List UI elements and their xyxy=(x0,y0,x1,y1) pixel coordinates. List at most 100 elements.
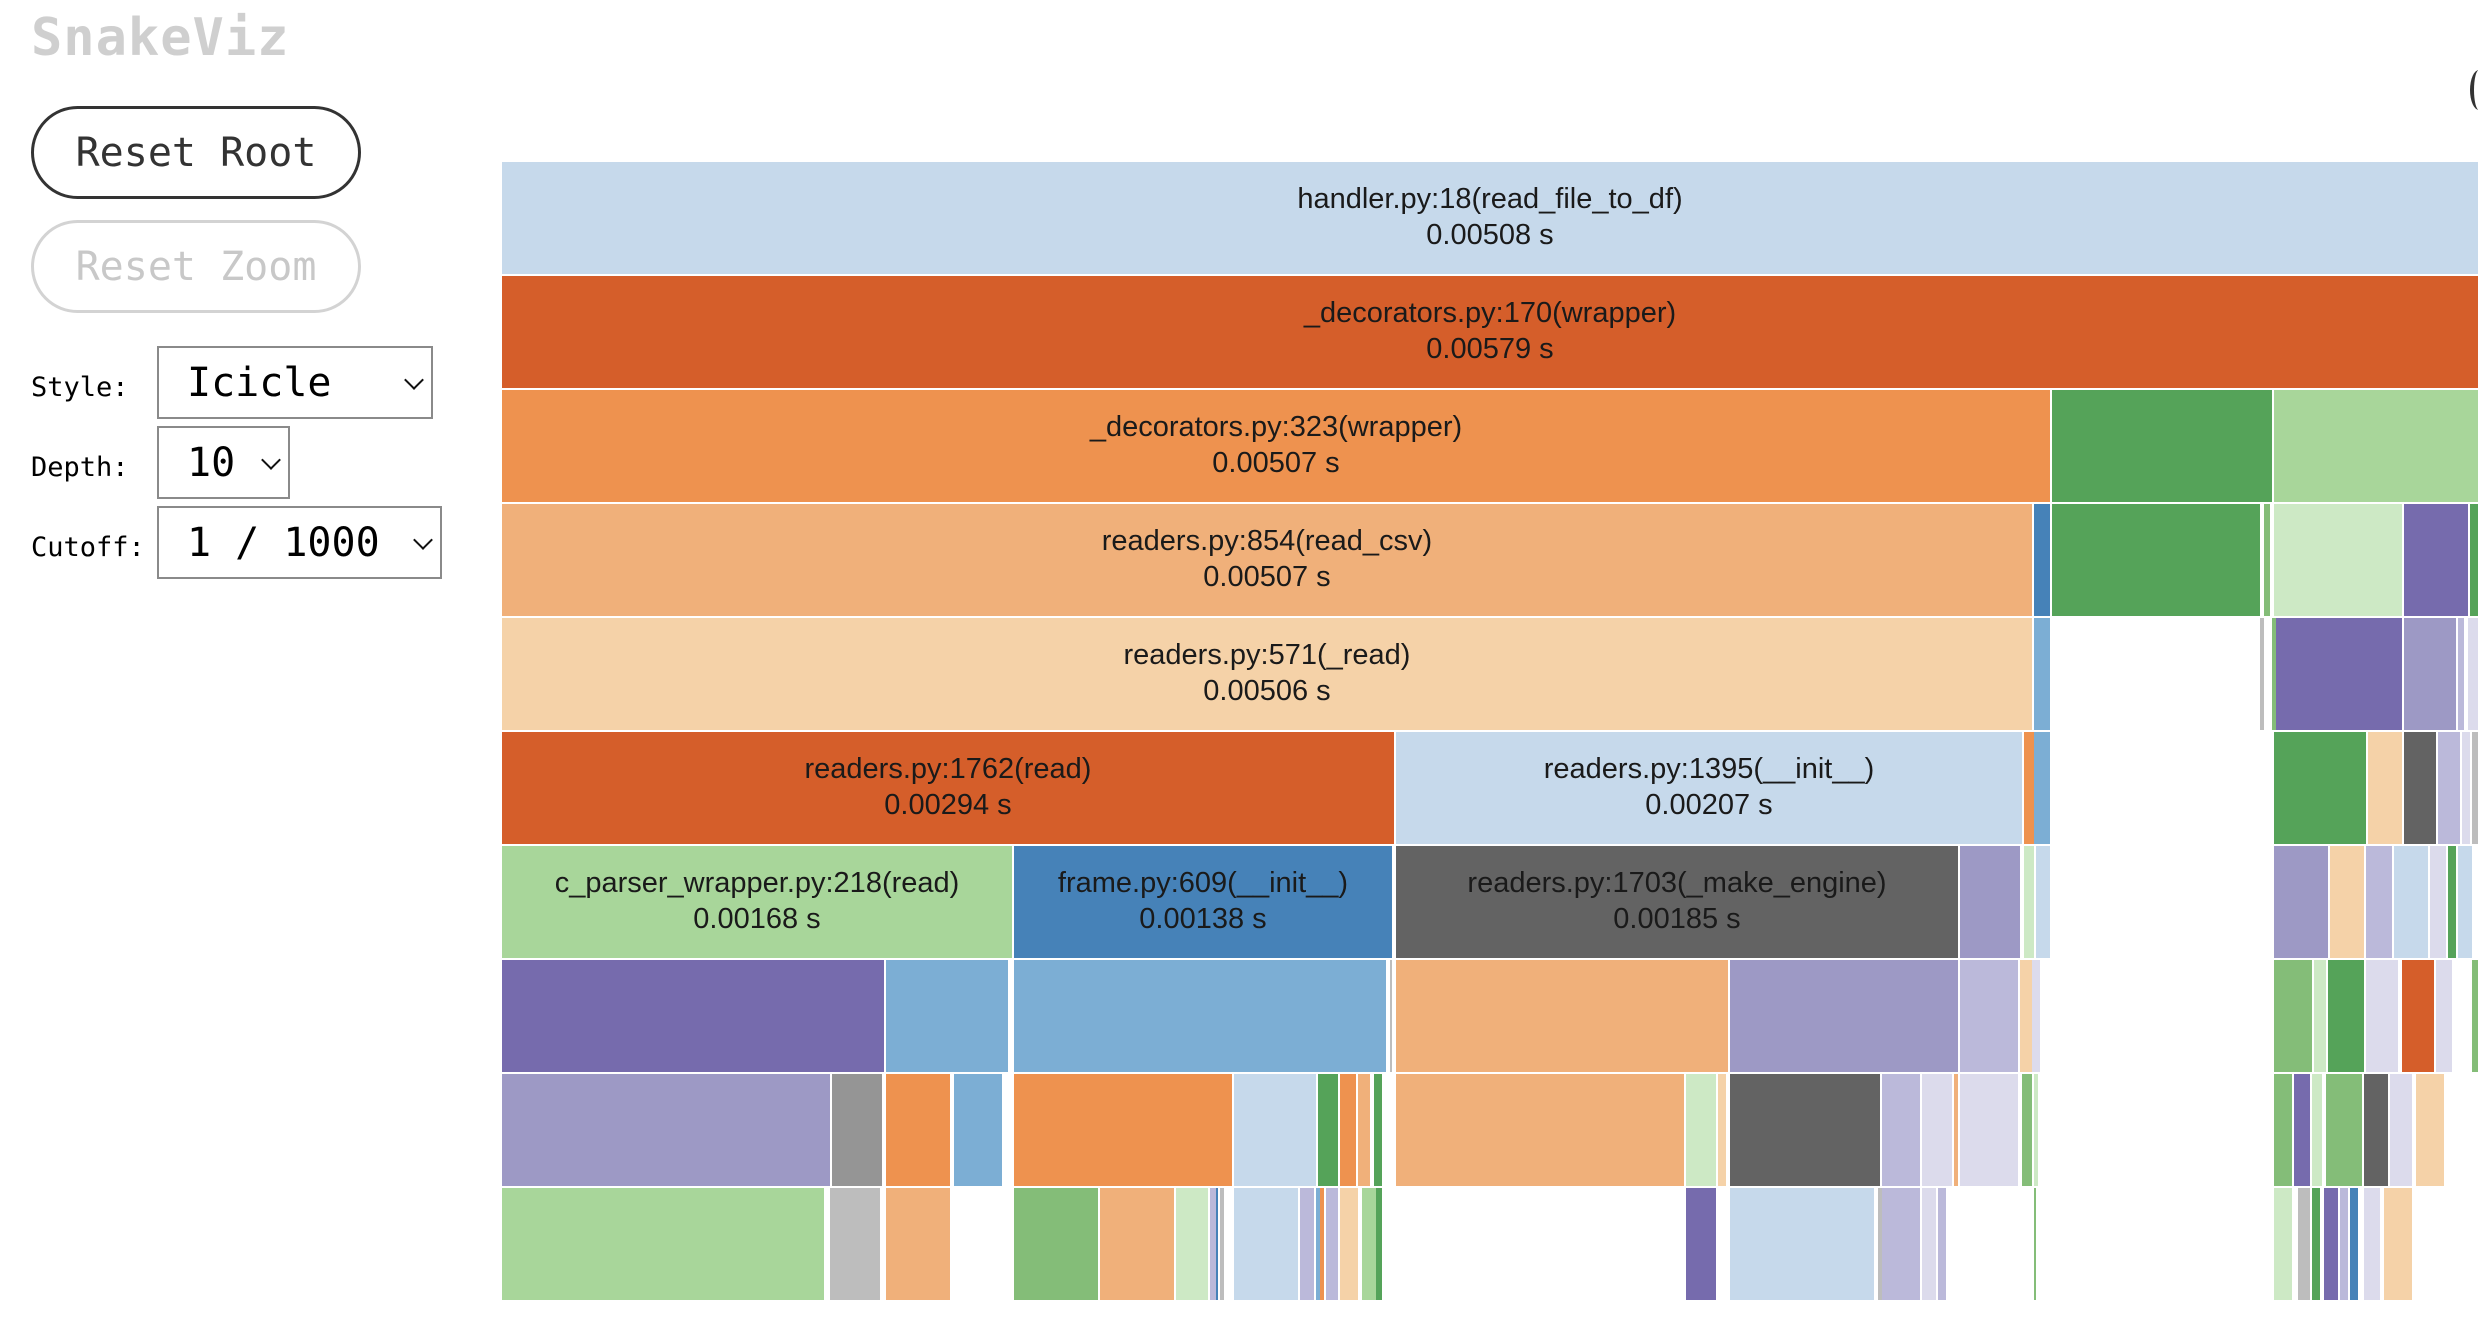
icicle-node[interactable] xyxy=(1882,1074,1920,1186)
icicle-node[interactable] xyxy=(2404,504,2468,616)
icicle-node[interactable] xyxy=(2364,1188,2380,1300)
icicle-node[interactable] xyxy=(2328,960,2364,1072)
icicle-node[interactable] xyxy=(1960,1074,2018,1186)
icicle-node[interactable] xyxy=(2264,504,2270,616)
icicle-node-labeled[interactable] xyxy=(502,390,2050,502)
icicle-node[interactable] xyxy=(1340,1188,1358,1300)
tooltip-toggle-icon[interactable] xyxy=(2470,70,2478,110)
icicle-node[interactable] xyxy=(2468,618,2478,730)
icicle-node[interactable] xyxy=(886,1188,950,1300)
icicle-node[interactable] xyxy=(886,1074,950,1186)
icicle-node[interactable] xyxy=(2034,1188,2036,1300)
icicle-node[interactable] xyxy=(502,1074,830,1186)
icicle-node[interactable] xyxy=(1954,1074,1958,1186)
icicle-node[interactable] xyxy=(2366,846,2392,958)
icicle-node[interactable] xyxy=(2032,960,2040,1072)
icicle-node[interactable] xyxy=(2276,618,2402,730)
icicle-node-labeled[interactable] xyxy=(502,504,2032,616)
icicle-node[interactable] xyxy=(1100,1188,1174,1300)
icicle-node[interactable] xyxy=(2458,846,2472,958)
icicle-node[interactable] xyxy=(2034,1074,2038,1186)
icicle-node[interactable] xyxy=(502,960,884,1072)
icicle-node[interactable] xyxy=(2274,390,2478,502)
icicle-node[interactable] xyxy=(2020,960,2032,1072)
icicle-node[interactable] xyxy=(2274,846,2328,958)
icicle-node[interactable] xyxy=(502,1188,824,1300)
icicle-node[interactable] xyxy=(1396,960,1728,1072)
icicle-node[interactable] xyxy=(2402,960,2434,1072)
icicle-node[interactable] xyxy=(1358,1074,1370,1186)
icicle-node[interactable] xyxy=(1300,1188,1314,1300)
icicle-node[interactable] xyxy=(2470,504,2478,616)
icicle-node[interactable] xyxy=(832,1074,882,1186)
icicle-node[interactable] xyxy=(2472,732,2478,844)
icicle-node-labeled[interactable] xyxy=(502,732,1394,844)
icicle-node[interactable] xyxy=(2366,960,2398,1072)
icicle-node[interactable] xyxy=(1220,1188,1224,1300)
icicle-node[interactable] xyxy=(1234,1074,1316,1186)
icicle-node[interactable] xyxy=(1210,1188,1216,1300)
icicle-node[interactable] xyxy=(2404,732,2436,844)
icicle-node[interactable] xyxy=(1376,1188,1382,1300)
icicle-node[interactable] xyxy=(1882,1188,1920,1300)
icicle-node[interactable] xyxy=(2272,618,2276,730)
icicle-node[interactable] xyxy=(2298,1188,2310,1300)
icicle-node[interactable] xyxy=(2314,960,2326,1072)
icicle-node[interactable] xyxy=(1922,1074,1952,1186)
icicle-node[interactable] xyxy=(1878,1188,1882,1300)
icicle-node[interactable] xyxy=(1014,1188,1098,1300)
icicle-node[interactable] xyxy=(1686,1074,1716,1186)
icicle-node[interactable] xyxy=(2458,618,2464,730)
icicle-node[interactable] xyxy=(2274,960,2312,1072)
icicle-node[interactable] xyxy=(1362,1188,1376,1300)
icicle-node[interactable] xyxy=(2294,1074,2310,1186)
icicle-node[interactable] xyxy=(954,1074,1002,1186)
icicle-node[interactable] xyxy=(1014,960,1386,1072)
icicle-node[interactable] xyxy=(1176,1188,1208,1300)
icicle-node[interactable] xyxy=(2436,960,2452,1072)
icicle-node[interactable] xyxy=(2438,732,2460,844)
icicle-node[interactable] xyxy=(1686,1188,1716,1300)
reset-zoom-button[interactable]: Reset Zoom xyxy=(31,220,361,313)
icicle-node[interactable] xyxy=(2368,732,2402,844)
icicle-node-labeled[interactable] xyxy=(502,846,1012,958)
icicle-node[interactable] xyxy=(2274,504,2402,616)
icicle-node[interactable] xyxy=(2448,846,2456,958)
icicle-node[interactable] xyxy=(2274,1074,2292,1186)
icicle-node[interactable] xyxy=(1396,1074,1684,1186)
icicle-node[interactable] xyxy=(2036,846,2050,958)
icicle-node[interactable] xyxy=(1014,1074,1232,1186)
reset-root-button[interactable]: Reset Root xyxy=(31,106,361,199)
icicle-node[interactable] xyxy=(2260,618,2264,730)
icicle-node[interactable] xyxy=(1718,1074,1726,1186)
icicle-node[interactable] xyxy=(2394,846,2428,958)
icicle-node[interactable] xyxy=(1730,1074,1880,1186)
icicle-node[interactable] xyxy=(2034,732,2050,844)
icicle-node-labeled[interactable] xyxy=(1396,732,2022,844)
icicle-node[interactable] xyxy=(2034,504,2050,616)
cutoff-select[interactable]: 1 / 1000 xyxy=(157,506,442,579)
icicle-node[interactable] xyxy=(2034,618,2050,730)
style-select[interactable]: Icicle xyxy=(157,346,433,419)
icicle-node[interactable] xyxy=(1374,1074,1382,1186)
icicle-node[interactable] xyxy=(2430,846,2446,958)
icicle-node[interactable] xyxy=(2274,732,2366,844)
icicle-node[interactable] xyxy=(2324,1188,2338,1300)
icicle-node[interactable] xyxy=(1960,960,2018,1072)
icicle-node[interactable] xyxy=(886,960,1008,1072)
icicle-node[interactable] xyxy=(2052,504,2260,616)
icicle-node[interactable] xyxy=(1318,1074,1338,1186)
icicle-node[interactable] xyxy=(1730,1188,1874,1300)
icicle-node[interactable] xyxy=(2052,390,2272,502)
icicle-node[interactable] xyxy=(1960,846,2020,958)
icicle-node[interactable] xyxy=(1922,1188,1936,1300)
icicle-node[interactable] xyxy=(2312,1188,2320,1300)
icicle-node[interactable] xyxy=(2274,1188,2292,1300)
icicle-node[interactable] xyxy=(1390,960,1392,1072)
icicle-node[interactable] xyxy=(2472,960,2478,1072)
icicle-node[interactable] xyxy=(2416,1074,2444,1186)
icicle-node[interactable] xyxy=(1730,960,1958,1072)
icicle-node[interactable] xyxy=(2024,732,2034,844)
icicle-node[interactable] xyxy=(2022,1074,2032,1186)
icicle-node[interactable] xyxy=(1234,1188,1298,1300)
